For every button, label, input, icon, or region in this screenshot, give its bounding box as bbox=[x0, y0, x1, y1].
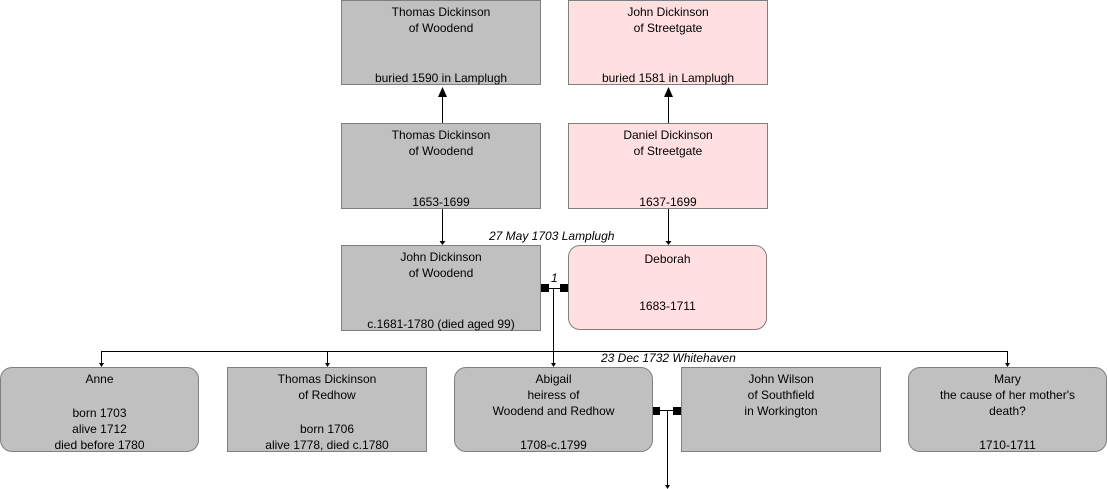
arrow-down-thomas-redhow bbox=[325, 363, 330, 367]
person-name: Daniel Dickinson bbox=[623, 128, 713, 142]
arrow-down-mary bbox=[1005, 363, 1010, 367]
person-name: Thomas Dickinson bbox=[277, 372, 377, 386]
person-dates: 1653-1699 bbox=[412, 195, 470, 209]
person-detail: died before 1780 bbox=[54, 438, 145, 452]
person-dates: buried 1590 in Lamplugh bbox=[374, 71, 508, 85]
person-detail: heiress of bbox=[527, 388, 580, 402]
person-dates: 1637-1699 bbox=[639, 195, 697, 209]
person-john-dickinson-woodend[interactable]: John Dickinson of Woodend c.1681-1780 (di… bbox=[341, 245, 541, 331]
marriage-label-john-deborah: 27 May 1703 Lamplugh bbox=[489, 229, 615, 243]
arrow-down-john bbox=[439, 241, 446, 245]
person-place: of Streetgate bbox=[633, 144, 703, 158]
person-place: of Woodend bbox=[408, 266, 474, 280]
person-place: of Streetgate bbox=[633, 21, 703, 35]
person-place: of Redhow bbox=[298, 388, 356, 402]
person-anne[interactable]: Anne born 1703 alive 1712 died before 1780 bbox=[0, 367, 199, 452]
person-name: Abigail bbox=[535, 372, 572, 386]
person-dates: 1710-1711 bbox=[979, 438, 1036, 452]
person-detail: born 1703 bbox=[72, 406, 127, 420]
arrow-down-anne bbox=[99, 363, 104, 367]
person-detail: alive 1712 bbox=[72, 422, 127, 436]
marriage-marker-john bbox=[541, 284, 549, 292]
person-name: Thomas Dickinson bbox=[391, 5, 491, 19]
person-dates: buried 1581 in Lamplugh bbox=[601, 71, 735, 85]
marriage-marker-wilson bbox=[673, 407, 681, 415]
person-name: John Dickinson bbox=[627, 5, 709, 19]
person-name: Anne bbox=[85, 372, 114, 386]
person-place: of Woodend bbox=[408, 144, 474, 158]
person-thomas-dickinson-redhow[interactable]: Thomas Dickinson of Redhow born 1706 alive… bbox=[227, 367, 427, 452]
person-john-dickinson-streetgate[interactable]: John Dickinson of Streetgate buried 1581 … bbox=[568, 0, 768, 85]
person-name: Deborah bbox=[644, 252, 691, 266]
marriage-marker-deborah bbox=[560, 284, 568, 292]
person-detail: born 1706 bbox=[299, 422, 355, 436]
person-daniel-dickinson-streetgate[interactable]: Daniel Dickinson of Streetgate 1637-1699 bbox=[568, 123, 768, 209]
person-abigail[interactable]: Abigail heiress of Woodend and Redhow 1708… bbox=[454, 367, 653, 452]
person-name: Thomas Dickinson bbox=[391, 128, 491, 142]
arrow-down-abigail bbox=[551, 363, 556, 367]
person-thomas-dickinson-woodend-1590[interactable]: Thomas Dickinson of Woodend buried 1590 i… bbox=[341, 0, 541, 85]
person-name: Mary bbox=[994, 372, 1021, 386]
person-detail: Woodend and Redhow bbox=[492, 404, 615, 418]
person-john-wilson[interactable]: John Wilson of Southfield in Workington bbox=[681, 367, 881, 452]
person-thomas-dickinson-woodend-1653[interactable]: Thomas Dickinson of Woodend 1653-1699 bbox=[341, 123, 541, 209]
person-dates: 1708-c.1799 bbox=[520, 438, 587, 452]
person-place: of Woodend bbox=[408, 21, 474, 35]
person-dates: 1683-1711 bbox=[639, 299, 696, 313]
marriage-label-abigail-wilson: 23 Dec 1732 Whitehaven bbox=[601, 351, 736, 365]
person-mary[interactable]: Mary the cause of her mother's death? 1710… bbox=[908, 367, 1107, 452]
arrow-down-deborah bbox=[665, 241, 672, 245]
arrow-up-thomas bbox=[438, 87, 447, 97]
marriage-marker-abigail bbox=[652, 407, 660, 415]
person-name: John Wilson bbox=[748, 372, 814, 386]
person-name: John Dickinson bbox=[400, 250, 482, 264]
person-detail: alive 1778, died c.1780 bbox=[265, 438, 389, 452]
arrow-up-daniel bbox=[664, 87, 673, 97]
person-detail: of Southfield bbox=[747, 388, 815, 402]
arrow-down-descendants bbox=[665, 485, 670, 489]
person-detail: the cause of her mother's bbox=[939, 388, 1076, 402]
person-detail: death? bbox=[989, 404, 1026, 418]
person-dates: c.1681-1780 (died aged 99) bbox=[367, 317, 515, 331]
marriage-number: 1 bbox=[551, 271, 558, 285]
person-deborah[interactable]: Deborah 1683-1711 bbox=[568, 245, 767, 330]
person-detail: in Workington bbox=[744, 404, 818, 418]
